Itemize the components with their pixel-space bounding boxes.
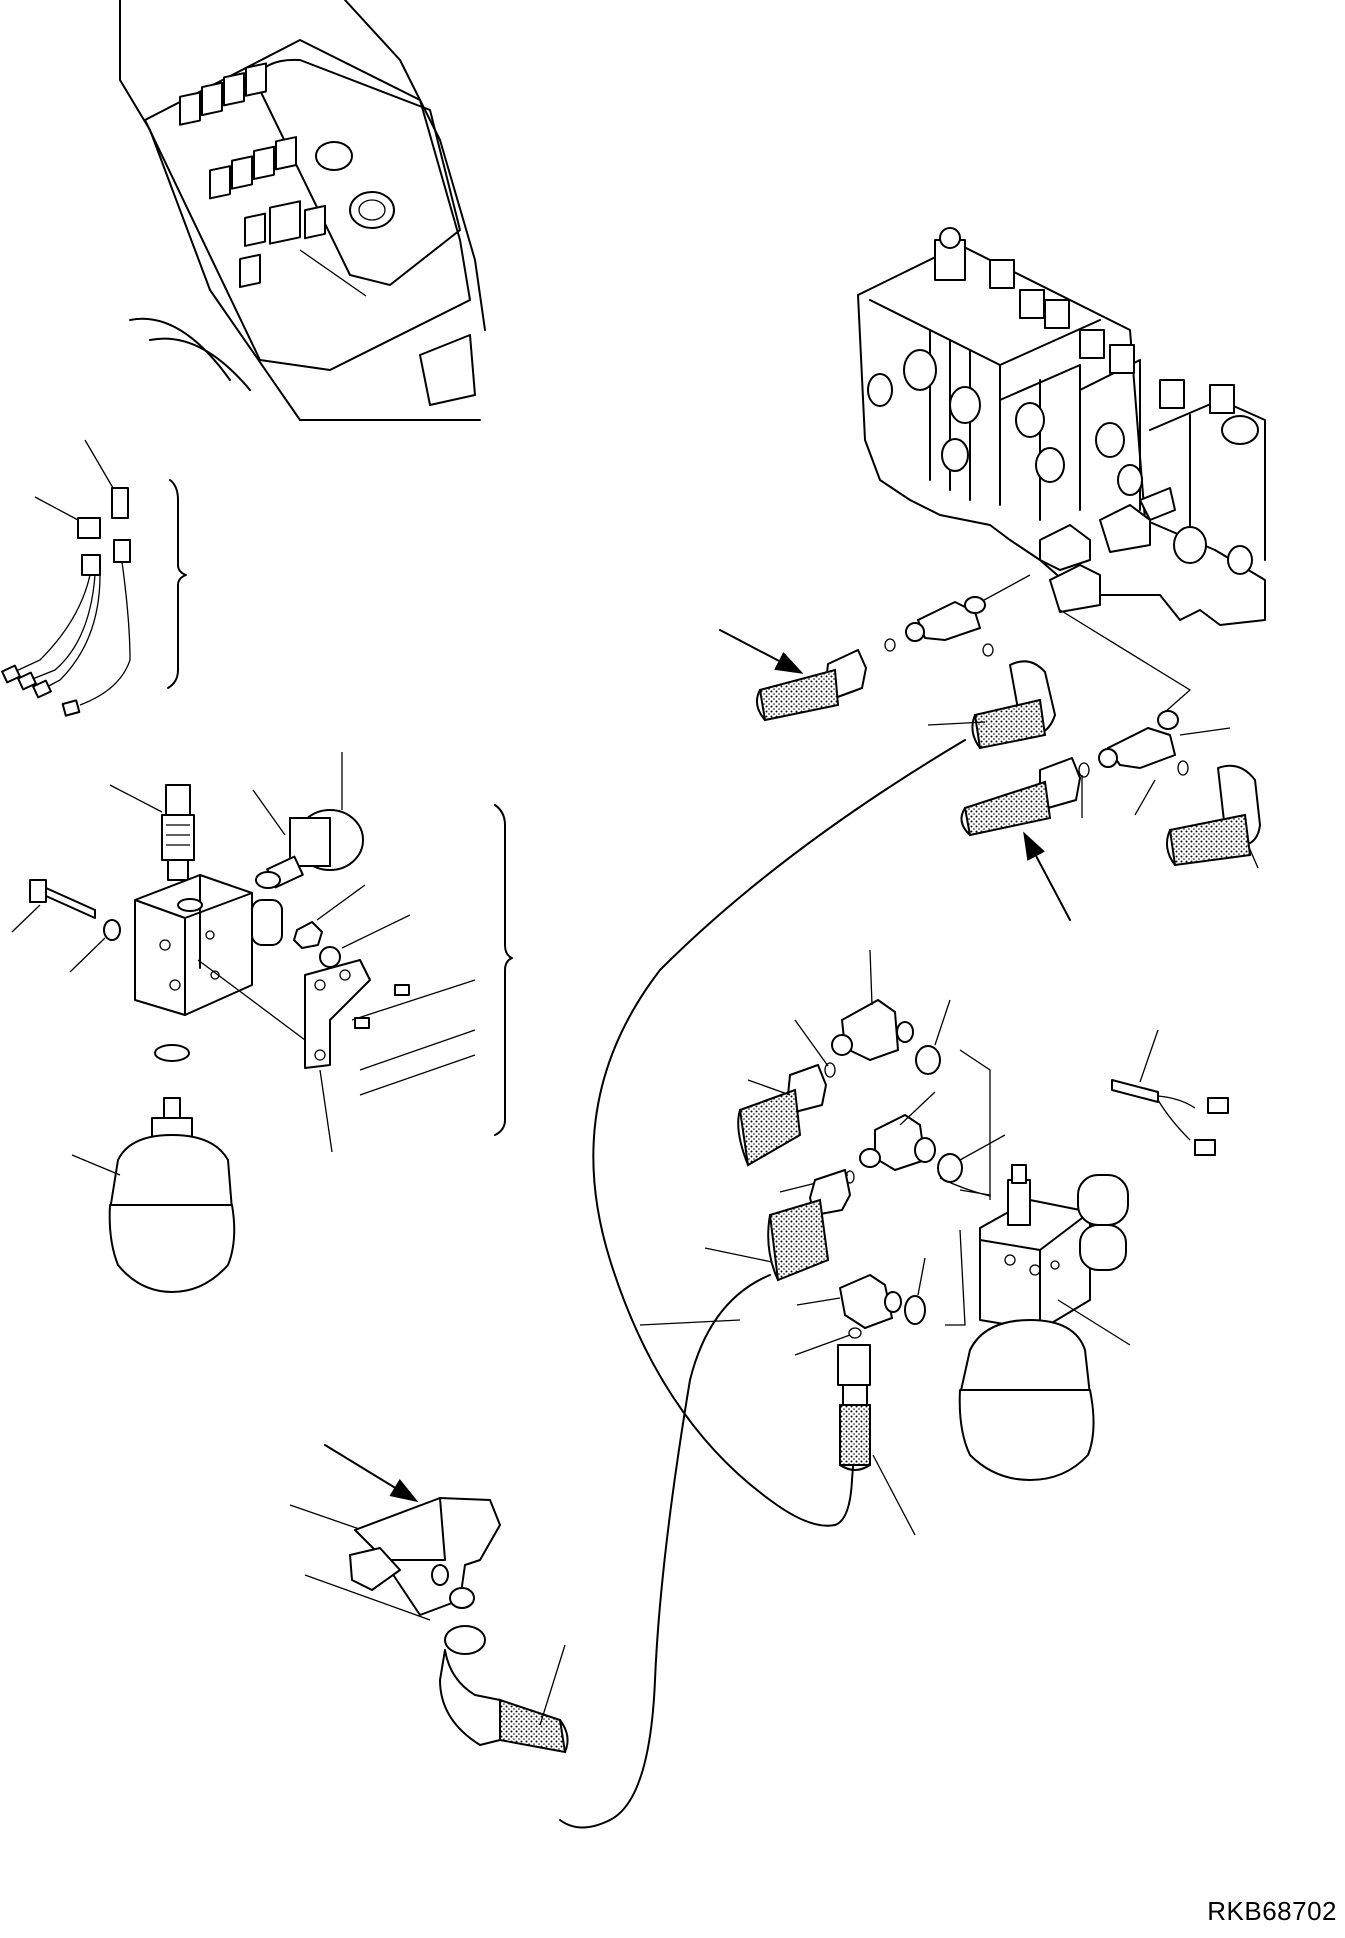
main-control-valve (857, 227, 1266, 626)
hose-fittings-upper (719, 574, 1261, 921)
tee-fitting (917, 601, 981, 641)
cartridge-valve (165, 784, 191, 816)
hose-fitting-straight (837, 1344, 871, 1386)
dial-knob-lower (349, 191, 395, 229)
o-ring (154, 1044, 190, 1062)
leader-arrow-icon (1023, 831, 1071, 921)
washer (103, 919, 121, 941)
valve-group-lower-right (704, 949, 1229, 1536)
relay-socket (81, 554, 101, 576)
swivel-nut (444, 1625, 486, 1655)
o-ring-large (915, 1045, 941, 1075)
tee-fitting-2 (1107, 727, 1176, 769)
dashboard-panel (119, 0, 486, 421)
valve-block-assembly (11, 752, 513, 1293)
relay-harness (1, 439, 187, 717)
nut (293, 921, 323, 949)
accumulator-lower (958, 1319, 1095, 1481)
dial-knob-upper (315, 141, 353, 171)
cartridge-valve-lower (1007, 1179, 1031, 1226)
long-hoses (559, 739, 966, 1829)
valve-block (134, 874, 253, 1016)
o-ring-small (884, 638, 896, 652)
solenoid-valve (255, 809, 364, 889)
group-brace-icon (167, 479, 187, 689)
leader-line (639, 1319, 741, 1326)
pressure-sensor (1111, 1029, 1229, 1156)
tee-fitting-lower (289, 1444, 569, 1754)
rocker-switch-bank (179, 62, 326, 289)
figure-reference-code: RKB68702 (1207, 1896, 1337, 1926)
solenoid-lower (1077, 1174, 1129, 1226)
leader-arrow-icon (324, 1444, 419, 1503)
leader-arrow-icon (719, 629, 804, 674)
leader-line-switch (299, 249, 367, 297)
relay (77, 517, 101, 539)
mounting-bracket (304, 959, 371, 1069)
accumulator (108, 1097, 236, 1293)
group-brace-icon (494, 804, 513, 1136)
mounting-bolt (29, 879, 47, 903)
relay-socket-upper (111, 487, 129, 519)
